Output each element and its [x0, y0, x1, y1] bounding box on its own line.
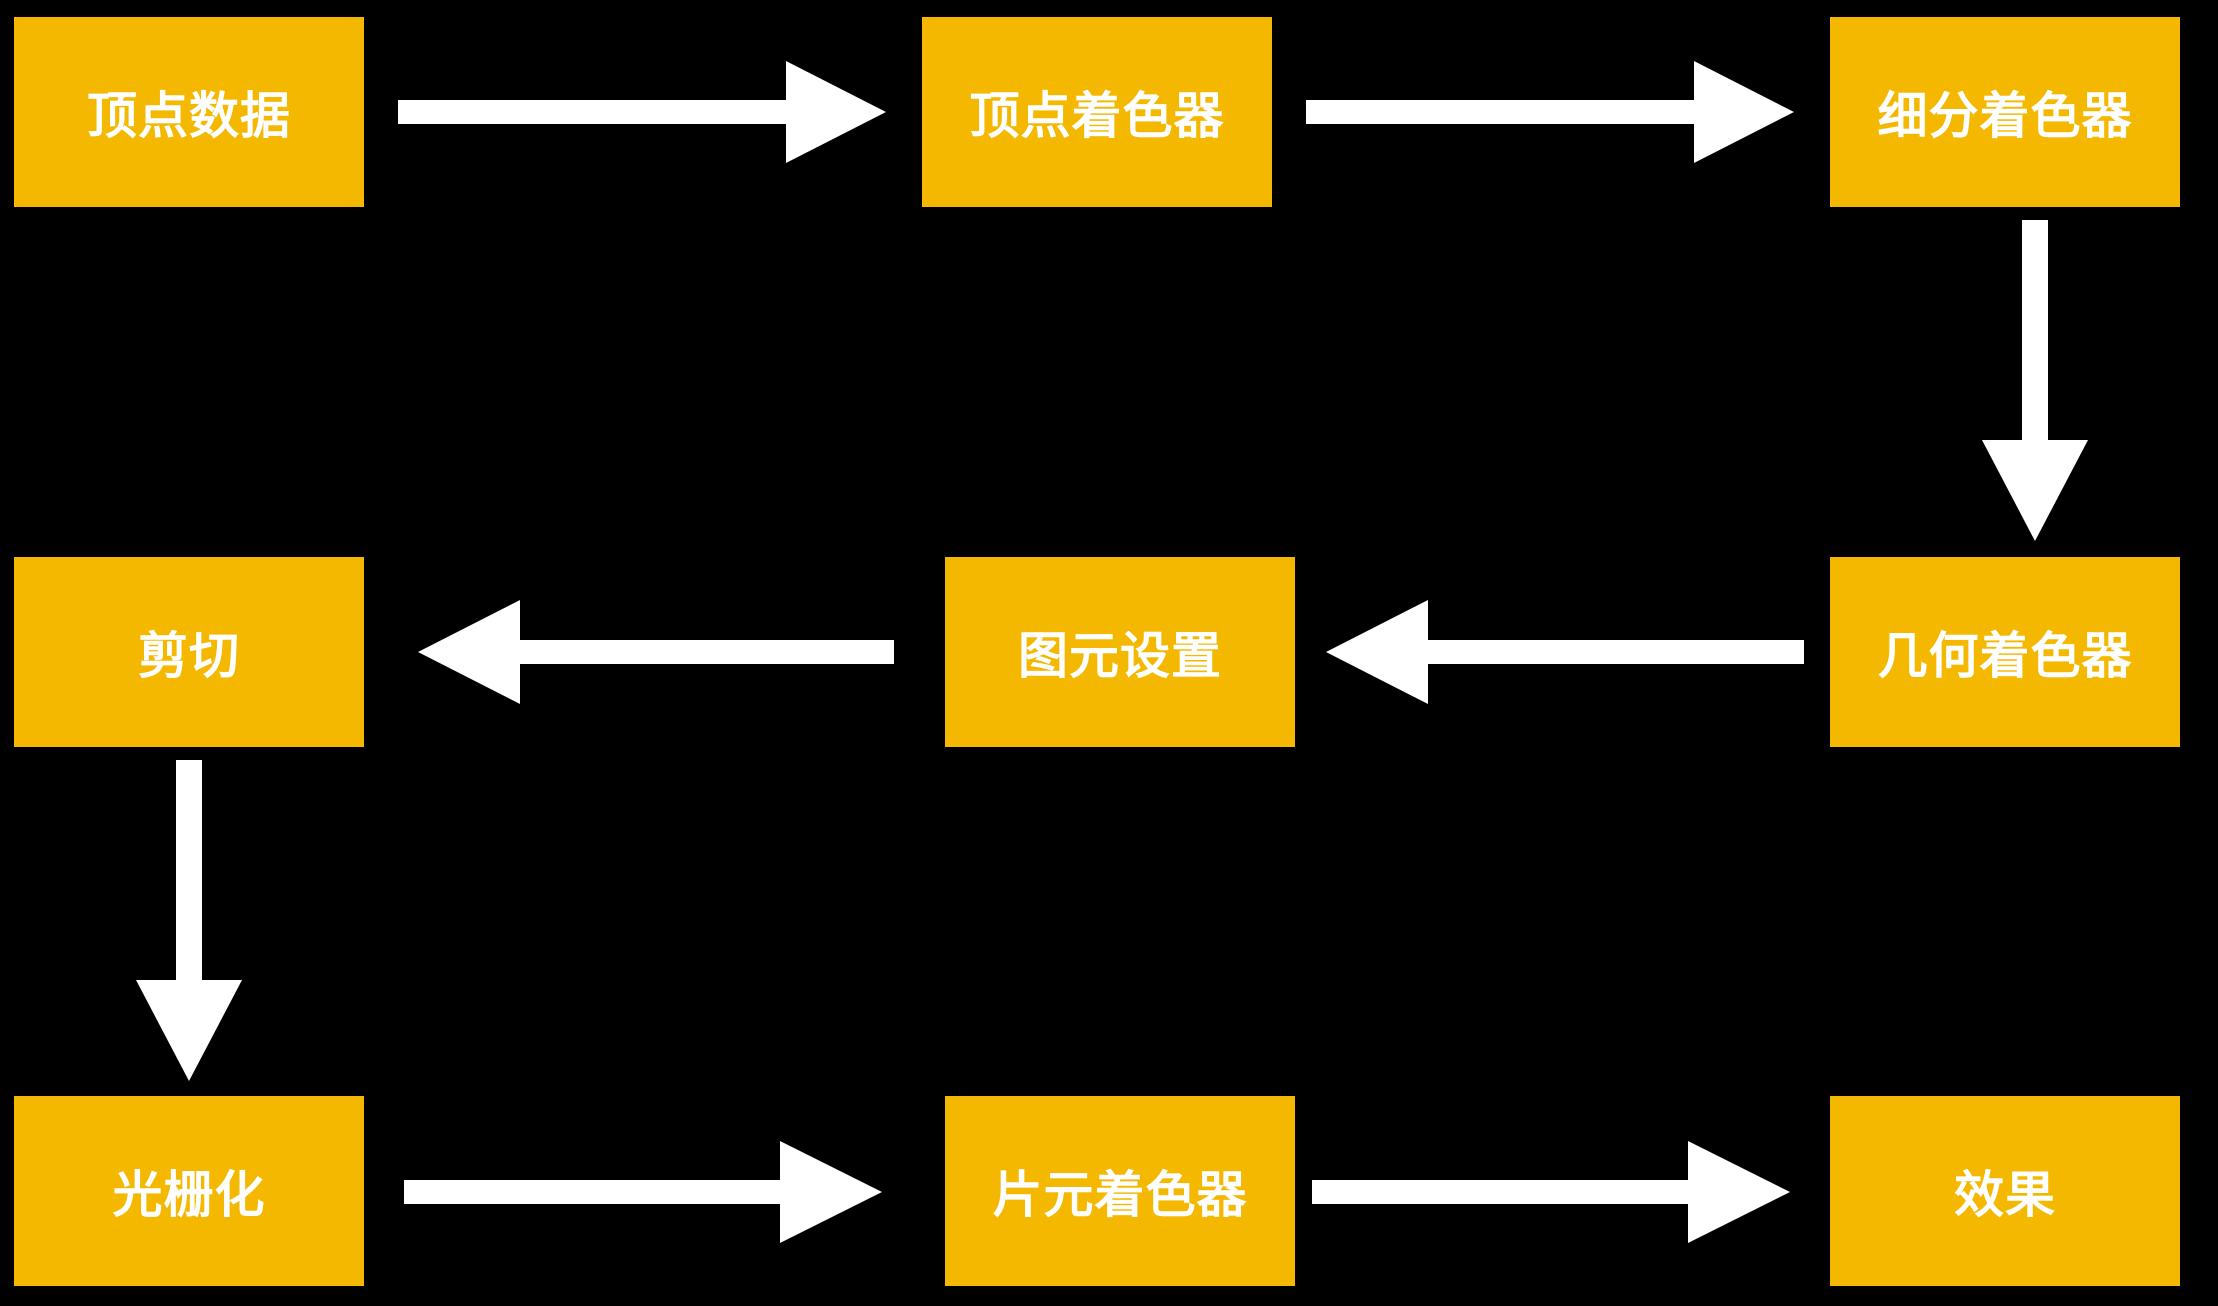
- node-label: 顶点着色器: [969, 87, 1225, 145]
- node-label: 效果: [1954, 1166, 2056, 1224]
- node-label: 剪切: [138, 627, 240, 685]
- node-clipping: 剪切: [14, 557, 364, 747]
- arrow-primitive-setup-to-clipping: [418, 600, 894, 704]
- arrow-vertex-data-to-vertex-shader: [398, 61, 886, 163]
- node-geometry-shader: 几何着色器: [1830, 557, 2180, 747]
- node-effect: 效果: [1830, 1096, 2180, 1286]
- node-label: 图元设置: [1018, 627, 1222, 685]
- arrow-rasterization-to-fragment-shader: [404, 1141, 882, 1243]
- node-fragment-shader: 片元着色器: [945, 1096, 1295, 1286]
- node-label: 几何着色器: [1877, 627, 2133, 685]
- node-tessellation-shader: 细分着色器: [1830, 17, 2180, 207]
- arrow-vertex-shader-to-tessellation-shader: [1306, 61, 1794, 163]
- node-label: 顶点数据: [87, 87, 291, 145]
- node-label: 光栅化: [112, 1166, 266, 1224]
- node-vertex-shader: 顶点着色器: [922, 17, 1272, 207]
- node-label: 片元着色器: [992, 1166, 1248, 1224]
- arrow-tessellation-shader-to-geometry-shader: [1982, 220, 2088, 541]
- node-label: 细分着色器: [1877, 87, 2133, 145]
- arrow-geometry-shader-to-primitive-setup: [1326, 600, 1804, 704]
- arrow-fragment-shader-to-effect: [1312, 1141, 1790, 1243]
- node-vertex-data: 顶点数据: [14, 17, 364, 207]
- node-primitive-setup: 图元设置: [945, 557, 1295, 747]
- node-rasterization: 光栅化: [14, 1096, 364, 1286]
- arrow-clipping-to-rasterization: [136, 760, 242, 1081]
